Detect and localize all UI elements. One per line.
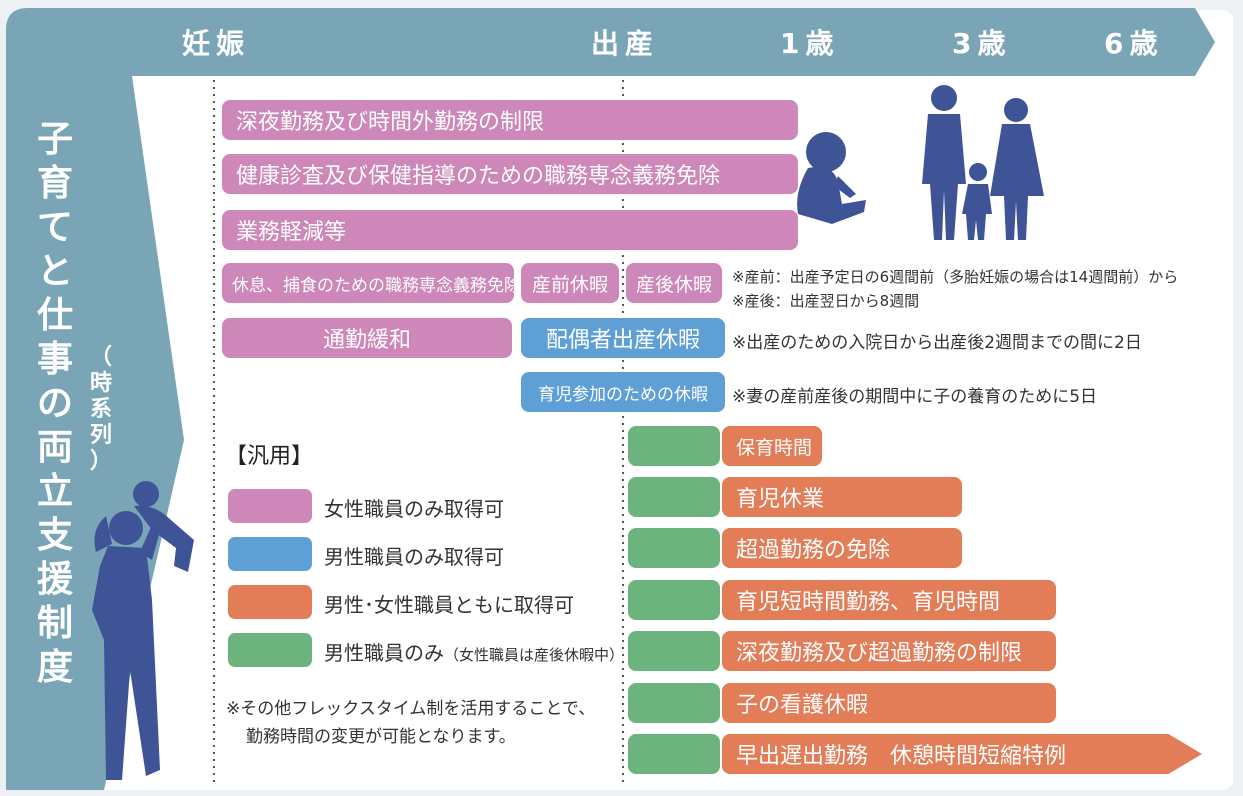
header-age-6: 6歳: [1104, 27, 1164, 60]
bar-workload-reduction: 業務軽減等: [222, 210, 798, 250]
mother-child-silhouette-icon: [92, 481, 194, 780]
legend-female-only: 女性職員のみ取得可: [324, 497, 504, 521]
bar-night-overtime-limit: 深夜勤務及び超過勤務の制限: [722, 631, 1056, 671]
legend-swatch-male: [228, 537, 312, 571]
bar-late-night-limit: 深夜勤務及び時間外勤務の制限: [222, 100, 798, 140]
bar-childcare-participation-leave: 育児参加のための休暇: [521, 372, 725, 412]
bar-male-period: [628, 528, 720, 568]
bar-male-period: [628, 580, 720, 620]
baby-silhouette-icon: [797, 132, 866, 224]
legend-swatch-female: [228, 489, 312, 523]
legend-male-period: 男性職員のみ（女性職員は産後休暇中）: [324, 641, 625, 665]
header-birth: 出産: [591, 27, 660, 60]
bar-postnatal-leave: 産後休暇: [626, 263, 722, 303]
bar-spouse-birth-leave: 配偶者出産休暇: [521, 318, 725, 358]
bar-overtime-exemption: 超過勤務の免除: [722, 528, 962, 568]
bar-nursing-time: 保育時間: [722, 426, 822, 466]
bar-male-period: [628, 477, 720, 517]
vertical-title: 子育てと仕事の両立支援制度: [36, 119, 73, 688]
legend-both: 男性･女性職員ともに取得可: [324, 593, 574, 617]
bar-male-period: [628, 426, 720, 466]
bar-sick-child-leave: 子の看護休暇: [722, 683, 1056, 723]
bar-health-check: 健康診査及び保健指導のための職務専念義務免除: [222, 154, 798, 194]
family-silhouette-icon: [922, 85, 1044, 240]
footnote-line-1: ※その他フレックスタイム制を活用することで、: [226, 699, 596, 719]
bar-short-hours: 育児短時間勤務、育児時間: [722, 580, 1056, 620]
bar-childcare-leave: 育児休業: [722, 477, 962, 517]
bar-rest-meal: 休息、捕食のための職務専念義務免除: [222, 263, 514, 303]
bar-male-period: [628, 734, 720, 774]
bar-male-period: [628, 683, 720, 723]
legend-swatch-both: [228, 585, 312, 619]
note-spouse-birth: ※出産のための入院日から出産後2週間までの間に2日: [732, 333, 1142, 353]
header-pregnancy: 妊娠: [182, 27, 251, 60]
bar-commute-relief: 通勤緩和: [222, 318, 512, 358]
legend-male-period-note: （女性職員は産後休暇中）: [444, 646, 625, 664]
note-prenatal: ※産前：出産予定日の6週間前（多胎妊娠の場合は14週間前）から: [732, 268, 1179, 286]
header-age-1: 1歳: [780, 27, 840, 60]
bar-early-late-shift: 早出遅出勤務 休憩時間短縮特例: [722, 734, 1202, 774]
bar-prenatal-leave: 産前休暇: [521, 263, 619, 303]
header-age-3: 3歳: [952, 27, 1012, 60]
note-childcare-participation: ※妻の産前産後の期間中に子の養育のために5日: [732, 387, 1098, 407]
vertical-subtitle: （時系列）: [89, 345, 112, 474]
bar-male-period: [628, 631, 720, 671]
timeline-arrow-band: [6, 8, 1215, 790]
footnote-line-2: 勤務時間の変更が可能となります。: [246, 727, 516, 747]
legend-title: 【汎用】: [225, 444, 314, 469]
legend-swatch-male-period: [228, 633, 312, 667]
note-postnatal: ※産後：出産翌日から8週間: [732, 292, 920, 310]
legend-male-only: 男性職員のみ取得可: [324, 545, 504, 569]
